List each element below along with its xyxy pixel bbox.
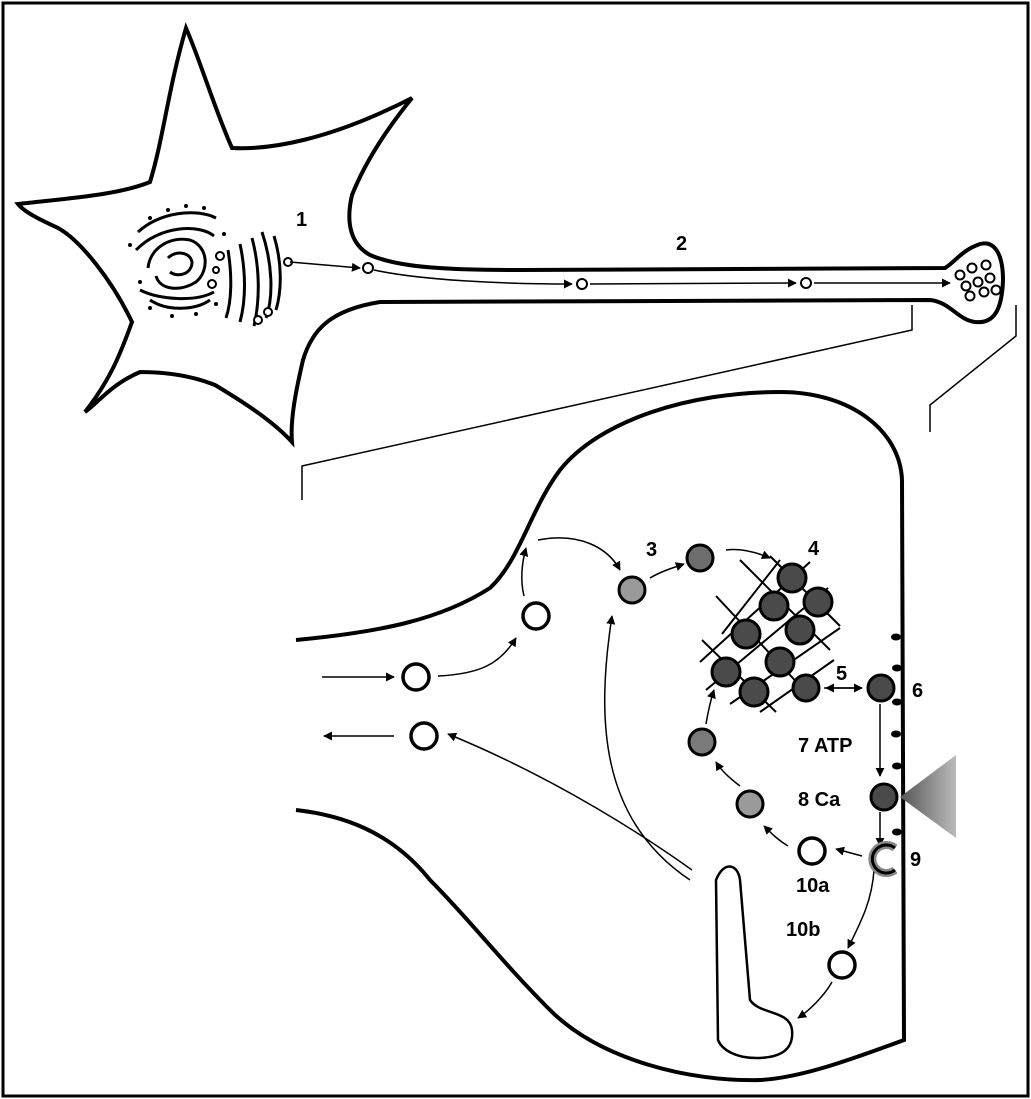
transport-vesicle — [363, 263, 373, 273]
golgi-apparatus — [136, 213, 280, 326]
neuron-cell-outline — [18, 28, 1003, 442]
zoom-lines — [302, 305, 1016, 500]
docked-vesicles — [868, 675, 897, 810]
label-2: 2 — [676, 233, 687, 255]
endosome — [716, 866, 792, 1058]
filled-vesicles — [687, 545, 713, 571]
label-3: 3 — [646, 539, 657, 561]
transport-arrow-3 — [590, 283, 796, 284]
label-7-atp: 7 ATP — [798, 735, 852, 757]
transport-vesicle — [577, 279, 587, 289]
transport-arrow-1 — [290, 262, 360, 268]
label-5: 5 — [836, 663, 847, 685]
transport-vesicle — [801, 278, 811, 288]
er-ribosome-dots — [128, 204, 226, 318]
label-6: 6 — [912, 680, 923, 702]
label-9: 9 — [910, 849, 921, 871]
label-10a: 10a — [796, 875, 830, 897]
label-10b: 10b — [786, 919, 820, 941]
terminal-vesicles — [956, 261, 1001, 301]
label-8-ca: 8 Ca — [798, 789, 841, 811]
calcium-influx-cone — [900, 755, 956, 838]
transport-arrow-2 — [374, 270, 572, 284]
cycle-arrows — [322, 538, 880, 1018]
label-4: 4 — [808, 538, 820, 560]
label-1: 1 — [296, 209, 307, 231]
